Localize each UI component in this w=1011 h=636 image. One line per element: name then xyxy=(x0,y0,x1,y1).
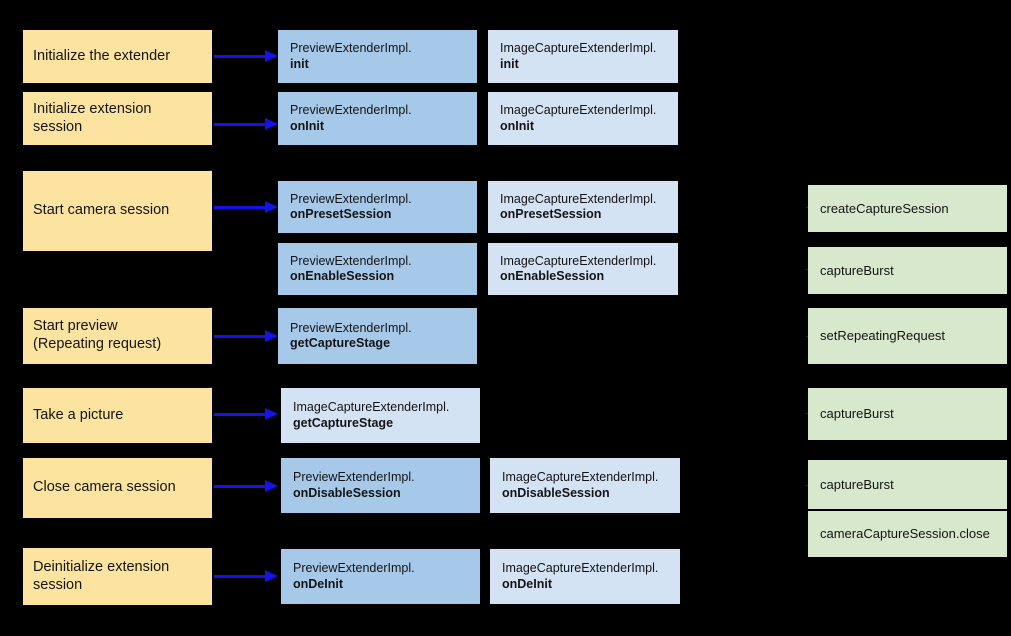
method-name: onDisableSession xyxy=(293,485,401,500)
method-name: onDeInit xyxy=(293,576,343,591)
camera2-label: setRepeatingRequest xyxy=(820,328,946,344)
class-name: ImageCaptureExtenderImpl. xyxy=(502,561,659,576)
class-name: PreviewExtenderImpl. xyxy=(293,470,415,485)
method-name: onInit xyxy=(290,118,325,133)
preview-extender-box-pe-getcapturestage: PreviewExtenderImpl.getCaptureStage xyxy=(278,308,477,364)
action-box-deinit-session: Deinitialize extension session xyxy=(23,548,212,605)
arrow-head-icon xyxy=(265,118,278,130)
image-capture-extender-box-ic-onpresetsession: ImageCaptureExtenderImpl.onPresetSession xyxy=(488,181,678,233)
arrow-shaft xyxy=(214,54,266,58)
class-name: ImageCaptureExtenderImpl. xyxy=(500,253,657,268)
method-name: init xyxy=(500,56,519,71)
guide-tick xyxy=(806,413,809,414)
class-name: PreviewExtenderImpl. xyxy=(290,320,412,335)
method-name: getCaptureStage xyxy=(293,415,394,430)
camera2-box-c2-captureburst-2: captureBurst xyxy=(808,388,1007,440)
arrow-head-icon xyxy=(265,330,278,342)
method-name: onEnableSession xyxy=(500,269,605,283)
class-name: ImageCaptureExtenderImpl. xyxy=(500,41,657,56)
camera2-box-c2-cameracapturesessionclose: cameraCaptureSession.close xyxy=(808,511,1007,557)
class-name: ImageCaptureExtenderImpl. xyxy=(293,400,450,415)
preview-extender-box-pe-init: PreviewExtenderImpl.init xyxy=(278,30,477,83)
image-capture-extender-box-ic-onenablesession: ImageCaptureExtenderImpl.onEnableSession xyxy=(488,243,678,295)
method-name: onDeInit xyxy=(502,576,552,591)
action-box-start-preview: Start preview (Repeating request) xyxy=(23,308,212,364)
camera2-label: captureBurst xyxy=(820,262,894,278)
method-name: onDisableSession xyxy=(502,485,610,500)
camera2-label: captureBurst xyxy=(820,476,894,492)
class-name: PreviewExtenderImpl. xyxy=(290,103,412,118)
preview-extender-box-pe-onenablesession: PreviewExtenderImpl.onEnableSession xyxy=(278,243,477,295)
image-capture-extender-box-ic-ondeinit: ImageCaptureExtenderImpl.onDeInit xyxy=(490,549,680,604)
method-name: onPresetSession xyxy=(290,207,392,221)
guide-tick xyxy=(209,307,212,308)
guide-tick xyxy=(806,207,809,208)
action-label: Initialize extension session xyxy=(33,100,152,135)
action-box-close-camera: Close camera session xyxy=(23,458,212,518)
arrow-shaft xyxy=(214,334,266,338)
action-label: Initialize the extender xyxy=(33,47,171,64)
guide-tick xyxy=(806,485,809,486)
arrow-head-icon xyxy=(265,570,278,582)
image-capture-extender-box-ic-init: ImageCaptureExtenderImpl.init xyxy=(488,30,678,83)
class-name: PreviewExtenderImpl. xyxy=(290,41,412,56)
camera2-label: createCaptureSession xyxy=(820,200,949,216)
action-label: Start preview (Repeating request) xyxy=(33,318,162,352)
camera2-box-c2-captureburst-3: captureBurst xyxy=(808,460,1007,509)
action-label: Take a picture xyxy=(33,406,124,423)
arrow-head-icon xyxy=(265,50,278,62)
camera2-box-c2-captureburst-1: captureBurst xyxy=(808,247,1007,294)
action-box-init-session: Initialize extension session xyxy=(23,92,212,145)
arrow-head-icon xyxy=(265,480,278,492)
arrow-head-icon xyxy=(265,201,278,213)
guide-tick xyxy=(209,387,212,388)
method-name: onEnableSession xyxy=(290,269,395,283)
arrow-shaft xyxy=(214,122,266,126)
action-box-init-extender: Initialize the extender xyxy=(23,30,212,83)
arrow-shaft xyxy=(214,484,266,488)
action-label: Close camera session xyxy=(33,479,176,496)
method-name: onPresetSession xyxy=(500,207,602,221)
preview-extender-box-pe-ondisablesession: PreviewExtenderImpl.onDisableSession xyxy=(281,458,480,513)
camera2-box-c2-createcapturesession: createCaptureSession xyxy=(808,185,1007,232)
arrow-head-icon xyxy=(265,408,278,420)
guide-tick xyxy=(209,170,212,171)
camera2-label: cameraCaptureSession.close xyxy=(820,526,990,542)
method-name: onInit xyxy=(500,118,535,133)
image-capture-extender-box-ic-ondisablesession: ImageCaptureExtenderImpl.onDisableSessio… xyxy=(490,458,680,513)
camera2-box-c2-setrepeatingrequest: setRepeatingRequest xyxy=(808,308,1007,364)
class-name: ImageCaptureExtenderImpl. xyxy=(500,191,657,206)
action-label: Deinitialize extension session xyxy=(33,558,170,593)
class-name: ImageCaptureExtenderImpl. xyxy=(500,103,657,118)
method-name: init xyxy=(290,56,309,71)
action-label: Start camera session xyxy=(33,202,170,219)
class-name: PreviewExtenderImpl. xyxy=(293,561,415,576)
arrow-shaft xyxy=(214,574,266,578)
guide-tick xyxy=(806,269,809,270)
class-name: PreviewExtenderImpl. xyxy=(290,191,412,206)
image-capture-extender-box-ic-getcapturestage: ImageCaptureExtenderImpl.getCaptureStage xyxy=(281,388,480,443)
image-capture-extender-box-ic-oninit: ImageCaptureExtenderImpl.onInit xyxy=(488,92,678,145)
preview-extender-box-pe-ondeinit: PreviewExtenderImpl.onDeInit xyxy=(281,549,480,604)
preview-extender-box-pe-onpresetsession: PreviewExtenderImpl.onPresetSession xyxy=(278,181,477,233)
arrow-shaft xyxy=(214,205,266,209)
action-box-start-camera: Start camera session xyxy=(23,171,212,251)
preview-extender-box-pe-oninit: PreviewExtenderImpl.onInit xyxy=(278,92,477,145)
class-name: PreviewExtenderImpl. xyxy=(290,253,412,268)
class-name: ImageCaptureExtenderImpl. xyxy=(502,470,659,485)
guide-tick xyxy=(806,336,809,337)
arrow-shaft xyxy=(214,412,266,416)
action-box-take-picture: Take a picture xyxy=(23,388,212,443)
camera2-label: captureBurst xyxy=(820,406,894,422)
method-name: getCaptureStage xyxy=(290,336,391,350)
